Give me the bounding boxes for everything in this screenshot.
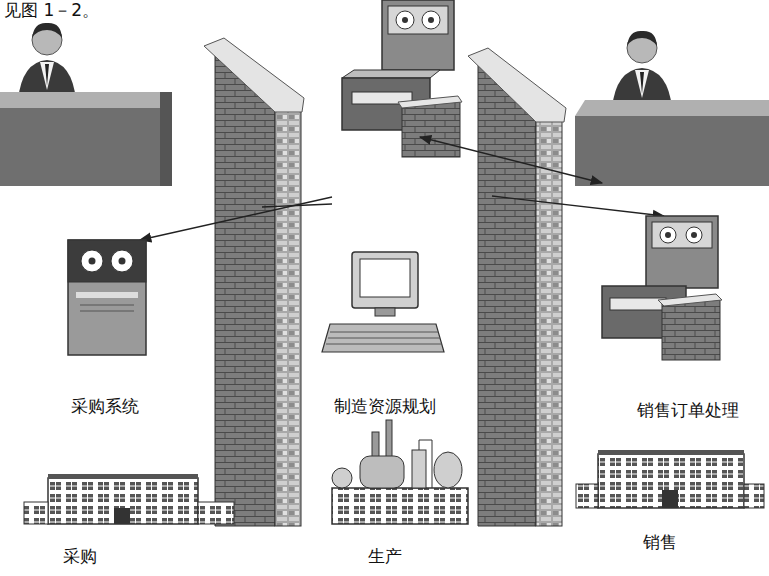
system-label: 采购系统	[69, 396, 141, 417]
desk-left	[0, 92, 172, 108]
mainframe-top	[342, 0, 462, 157]
mainframe-left	[68, 240, 146, 355]
office-building-left	[198, 502, 234, 524]
office-building-left	[48, 474, 198, 479]
personal-computer	[322, 252, 444, 352]
office-building-left	[48, 478, 198, 524]
person-right	[640, 72, 644, 94]
arrow	[140, 137, 664, 240]
person-right	[612, 31, 672, 108]
brick-wall-left	[204, 38, 304, 526]
mainframe-top	[402, 17, 408, 23]
brick-wall-right	[478, 65, 536, 526]
factory	[332, 488, 468, 524]
computer-right	[658, 294, 722, 306]
office-building-right	[598, 450, 744, 455]
computer-right	[691, 232, 697, 238]
mainframe-left	[89, 258, 96, 265]
mainframe-top	[398, 96, 462, 108]
system-label: 销售订单处理	[635, 400, 741, 421]
computer-right	[662, 300, 720, 360]
department-label: 销售	[641, 532, 679, 553]
office-building-right	[576, 450, 764, 508]
person-right	[627, 31, 657, 46]
office-building-right	[576, 484, 598, 508]
desk-right	[575, 116, 769, 186]
brick-wall-right	[536, 115, 562, 526]
personal-computer	[360, 259, 410, 297]
office-building-left	[24, 474, 234, 524]
mainframe-top	[396, 11, 414, 29]
mainframe-left	[68, 240, 146, 282]
computer-right	[665, 232, 671, 238]
mainframe-top	[428, 17, 434, 23]
label-slot: 生产	[366, 546, 404, 567]
factory	[360, 456, 404, 488]
factory	[419, 440, 432, 488]
computer-right	[652, 222, 712, 248]
personal-computer	[322, 324, 444, 352]
personal-computer	[375, 308, 395, 316]
desk-right	[575, 100, 769, 116]
mainframe-left	[81, 250, 103, 272]
factory	[332, 468, 352, 488]
label-slot: 采购系统	[69, 396, 141, 417]
desk-left	[160, 92, 172, 186]
brick-wall-left	[275, 105, 301, 526]
factory	[412, 450, 426, 488]
mainframe-left	[119, 258, 126, 265]
arrow	[140, 197, 332, 240]
mainframe-top	[402, 102, 460, 157]
mainframe-top	[388, 6, 448, 34]
person-left	[40, 62, 54, 90]
computer-right	[660, 227, 676, 243]
brick-wall-left	[204, 38, 304, 112]
desk-left	[0, 108, 160, 186]
label-slot: 销售	[641, 532, 679, 553]
computer-right	[602, 216, 722, 360]
desk-right	[575, 100, 769, 186]
mainframe-top	[342, 70, 440, 78]
office-building-left	[24, 502, 48, 524]
department-label: 采购	[61, 546, 99, 567]
mainframe-top	[382, 0, 454, 70]
label-slot: 制造资源规划	[332, 396, 438, 417]
figure-reference: 见图 1－2。	[2, 0, 101, 21]
person-left	[18, 23, 76, 100]
brick-wall-right	[468, 48, 566, 526]
personal-computer	[326, 332, 442, 344]
label-slot: 销售订单处理	[635, 400, 741, 421]
office-building-left	[114, 508, 130, 524]
system-label: 制造资源规划	[332, 396, 438, 417]
arrow	[262, 204, 332, 207]
brick-wall-left	[215, 55, 275, 526]
mainframe-left	[80, 305, 134, 311]
personal-computer	[352, 252, 418, 308]
person-left	[45, 64, 49, 86]
person-left	[32, 23, 62, 38]
brick-wall-right	[468, 48, 566, 122]
desk-left	[0, 92, 172, 186]
department-label: 生产	[366, 546, 404, 567]
factory	[434, 452, 462, 488]
office-building-right	[744, 484, 764, 508]
office-building-right	[598, 454, 744, 508]
arrow	[492, 196, 664, 216]
office-building-right	[662, 490, 678, 508]
label-slot: 见图 1－2。	[2, 0, 101, 21]
label-slot: 采购	[61, 546, 99, 567]
computer-right	[686, 227, 702, 243]
mainframe-left	[76, 292, 138, 298]
mainframe-left	[68, 240, 146, 355]
mainframe-top	[422, 11, 440, 29]
mainframe-left	[111, 250, 133, 272]
factory	[332, 420, 468, 524]
person-right	[635, 70, 649, 98]
arrow	[420, 137, 602, 183]
computer-right	[646, 216, 718, 288]
